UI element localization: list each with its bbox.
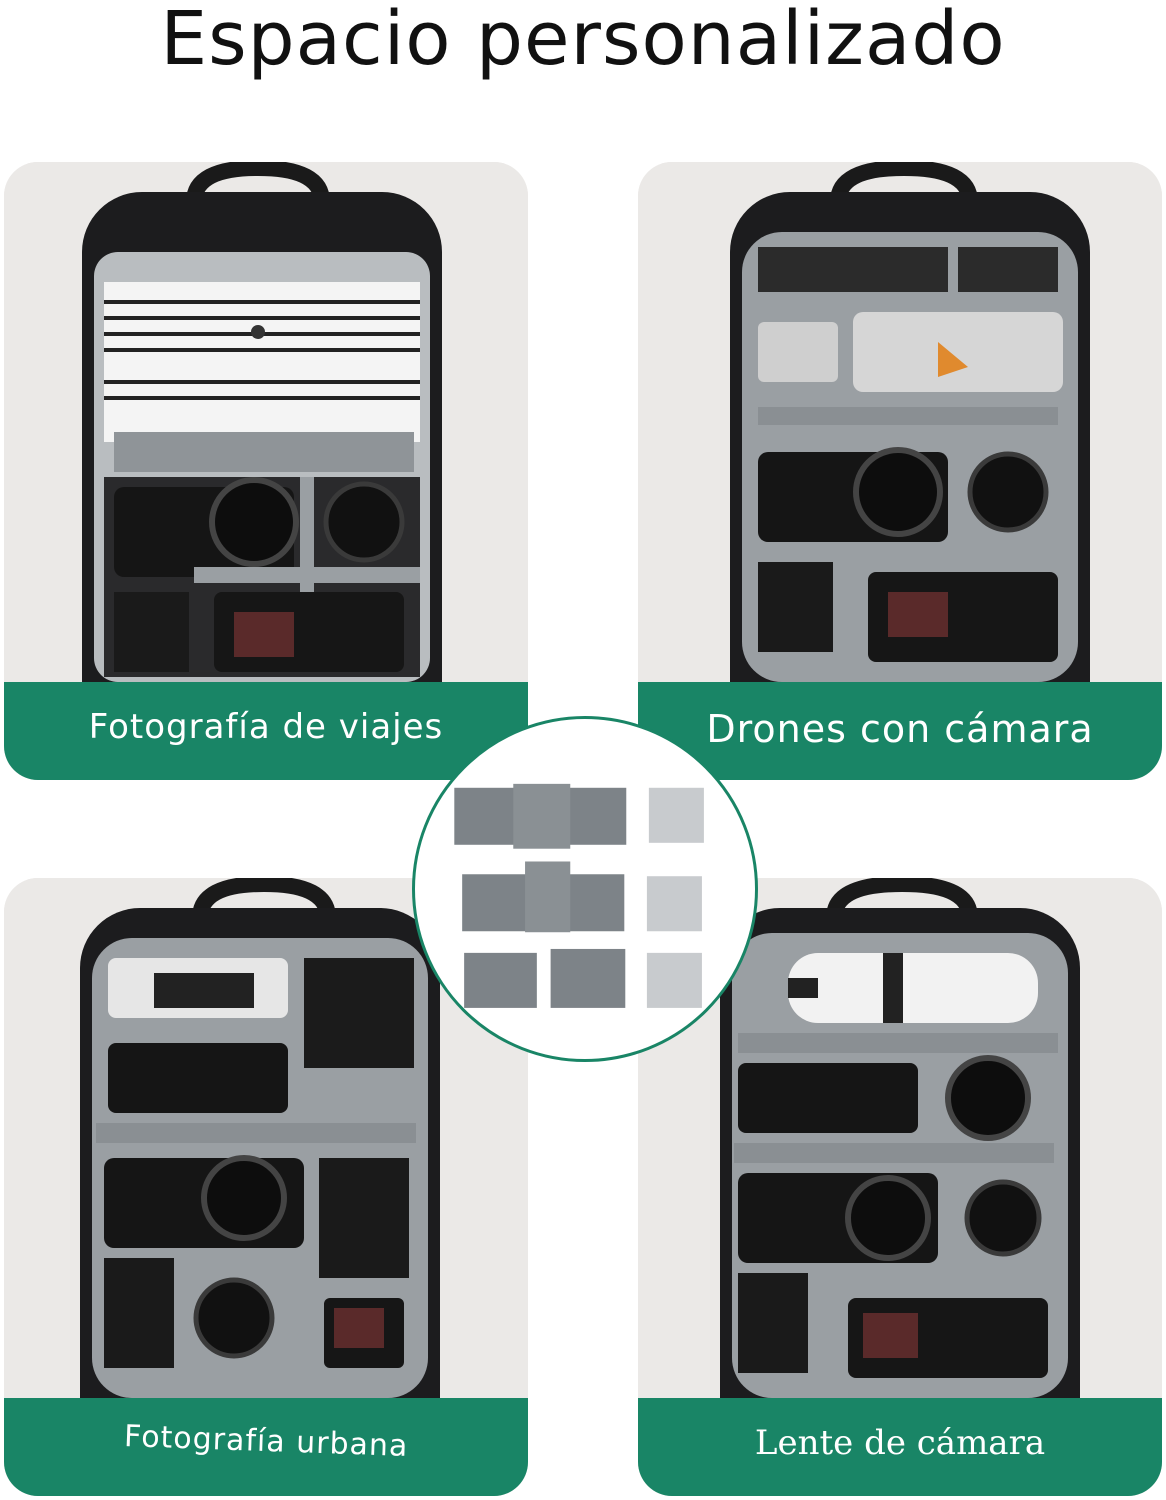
card-label: Lente de cámara (754, 1423, 1046, 1463)
card-label: Drones con cámara (706, 707, 1094, 751)
backpack-travel-image (4, 162, 528, 780)
dividers-circle (412, 716, 758, 1062)
backpack-drone-image (638, 162, 1162, 780)
card-travel-photography: Fotografía de viajes (4, 162, 528, 780)
card-drones: Drones con cámara (638, 162, 1162, 780)
dividers-image (454, 783, 704, 1008)
card-label: Fotografía de viajes (88, 707, 444, 747)
card-label-bar: Fotografía de viajes (4, 682, 528, 780)
card-label-bar: Lente de cámara (638, 1398, 1162, 1496)
page-title: Espacio personalizado (160, 0, 1006, 82)
card-label-bar: Drones con cámara (638, 682, 1162, 780)
backpack-lens-image (638, 878, 1162, 1496)
card-label: Fotografía urbana (123, 1419, 409, 1464)
card-label-bar: Fotografía urbana (4, 1398, 528, 1496)
